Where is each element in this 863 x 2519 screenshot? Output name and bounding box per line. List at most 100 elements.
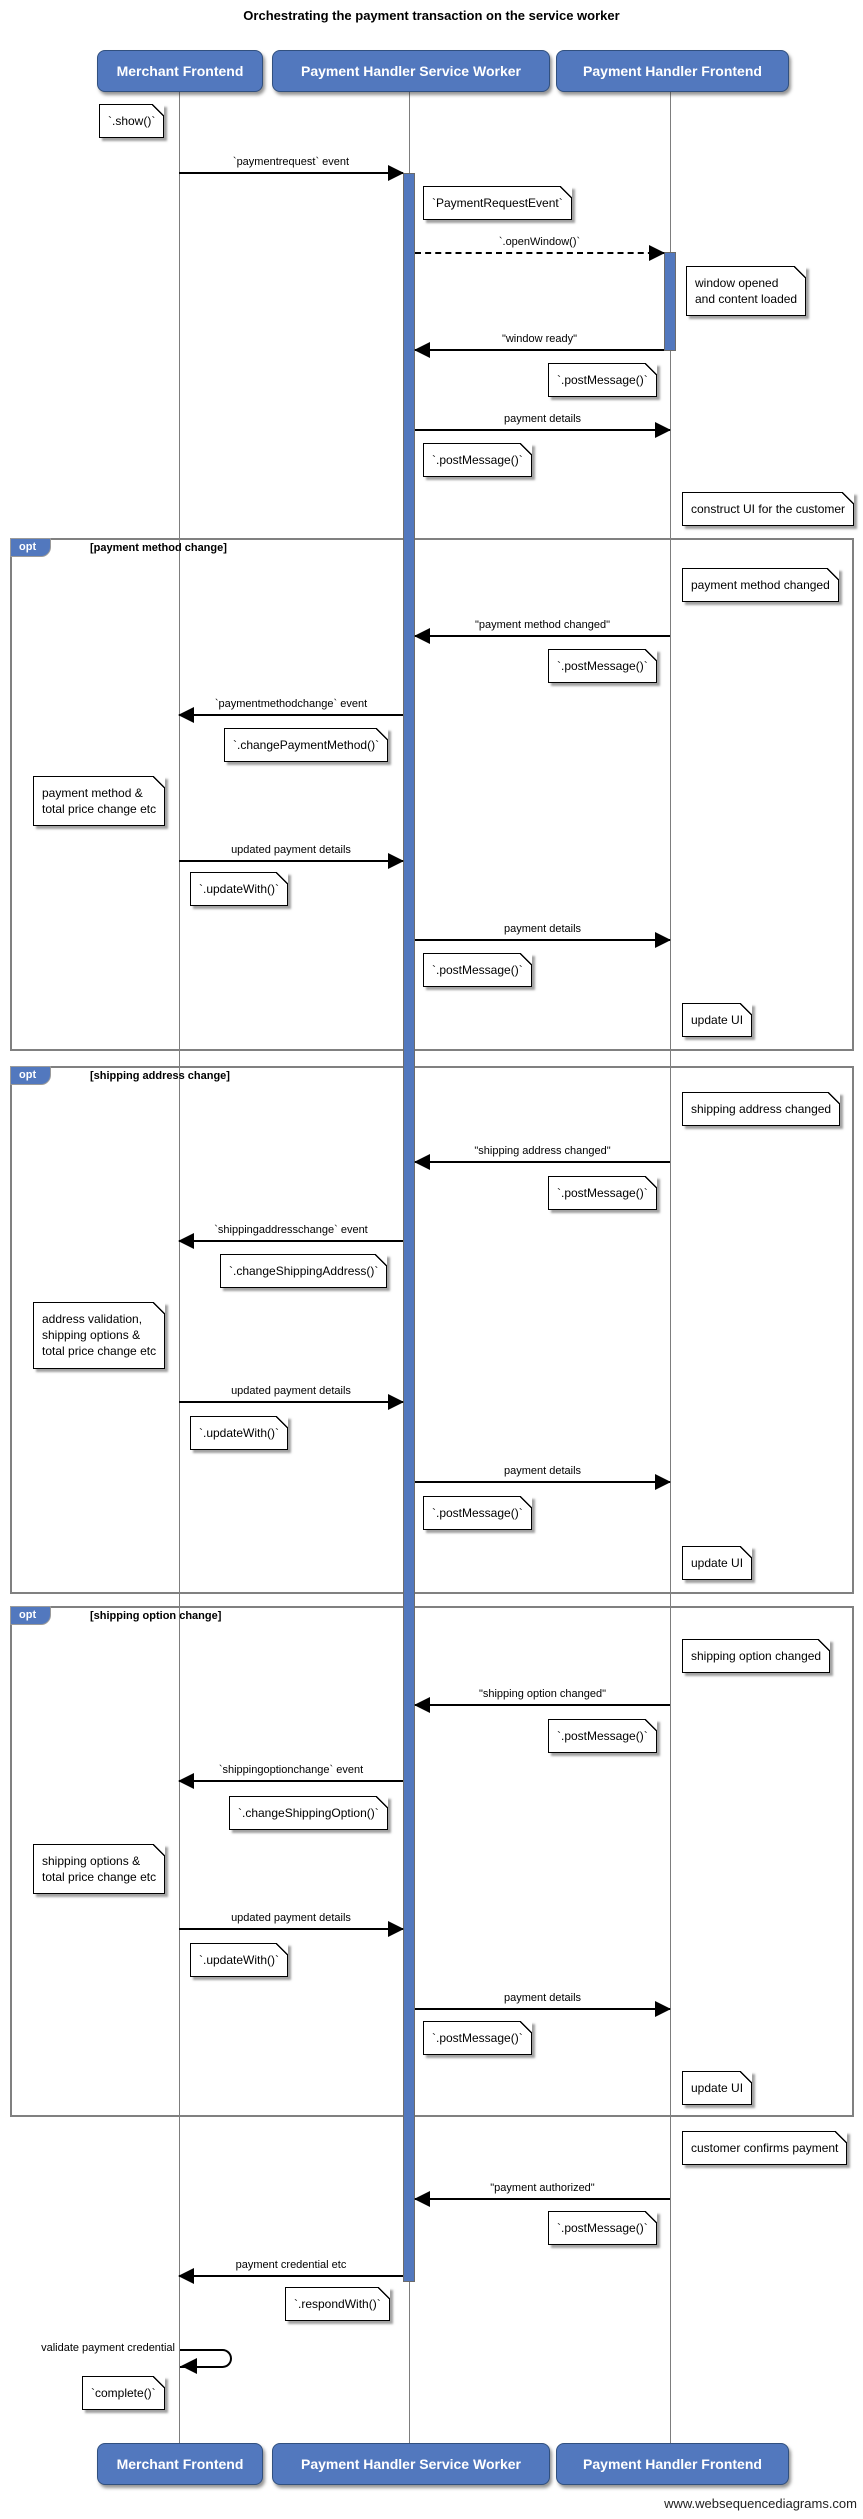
arrowhead-right-icon bbox=[655, 1474, 671, 1490]
note-respondwith: `.respondWith()` bbox=[285, 2287, 390, 2322]
message-label: "shipping option changed" bbox=[478, 1688, 607, 1700]
note-payment-method-changed: payment method changed bbox=[682, 568, 839, 603]
fragment-condition: [payment method change] bbox=[90, 542, 227, 554]
message-label: updated payment details bbox=[231, 1912, 351, 1924]
message-updated-payment-details-3: updated payment details bbox=[179, 1912, 404, 1937]
note-shipping-options-total-price: shipping options & total price change et… bbox=[33, 1844, 166, 1895]
message-line bbox=[414, 1697, 670, 1713]
note-updatewith-1: `.updateWith()` bbox=[190, 872, 289, 907]
note-updatewith-2: `.updateWith()` bbox=[190, 1416, 289, 1451]
arrowhead-right-icon bbox=[655, 422, 671, 438]
self-message-label: validate payment credential bbox=[41, 2342, 175, 2354]
fragment-keyword: opt bbox=[10, 538, 52, 557]
participant-label: Payment Handler Frontend bbox=[583, 2456, 762, 2472]
message-line bbox=[414, 1154, 670, 1170]
activation-payment-handler-frontend bbox=[664, 252, 676, 351]
opt-fragment-payment-method-change: opt [payment method change] bbox=[10, 538, 854, 1051]
arrowhead-left-icon bbox=[178, 1233, 194, 1249]
note-postmessage-5: `.postMessage()` bbox=[548, 1176, 657, 1211]
note-changeshippingoption: `.changeShippingOption()` bbox=[229, 1796, 388, 1831]
arrowhead-left-icon bbox=[181, 2358, 197, 2374]
message-label: `shippingaddresschange` event bbox=[214, 1224, 368, 1236]
message-paymentrequest-event: `paymentrequest` event bbox=[179, 156, 404, 181]
participant-label: Payment Handler Frontend bbox=[583, 63, 762, 79]
message-openwindow: `.openWindow()` bbox=[415, 236, 665, 261]
arrowhead-left-icon bbox=[414, 2191, 430, 2207]
participant-label: Merchant Frontend bbox=[116, 63, 244, 79]
note-postmessage-9: `.postMessage()` bbox=[548, 2211, 657, 2246]
message-label: "payment authorized" bbox=[490, 2182, 595, 2194]
message-line bbox=[178, 1233, 403, 1249]
diagram-title: Orchestrating the payment transaction on… bbox=[243, 8, 620, 23]
message-payment-details-1: payment details bbox=[415, 413, 671, 438]
message-shipping-option-changed: "shipping option changed" bbox=[414, 1688, 670, 1713]
note-customer-confirms-payment: customer confirms payment bbox=[682, 2131, 848, 2166]
message-paymentmethodchange-event: `paymentmethodchange` event bbox=[178, 698, 403, 723]
participant-service-worker-top: Payment Handler Service Worker bbox=[272, 50, 550, 92]
message-payment-details-4: payment details bbox=[415, 1992, 671, 2017]
arrowhead-right-icon bbox=[388, 1394, 404, 1410]
note-update-ui-1: update UI bbox=[682, 1003, 753, 1038]
arrowhead-left-icon bbox=[414, 1697, 430, 1713]
note-update-ui-2: update UI bbox=[682, 1546, 753, 1581]
message-label: `paymentrequest` event bbox=[232, 156, 350, 168]
arrowhead-left-icon bbox=[414, 1154, 430, 1170]
message-line bbox=[179, 1394, 404, 1410]
message-label: "payment method changed" bbox=[474, 619, 610, 631]
participant-merchant-frontend-top: Merchant Frontend bbox=[97, 50, 263, 92]
message-label: payment details bbox=[503, 923, 582, 935]
message-label: payment details bbox=[503, 413, 582, 425]
note-changeshippingaddress: `.changeShippingAddress()` bbox=[220, 1254, 388, 1289]
participant-payment-handler-frontend-bottom: Payment Handler Frontend bbox=[556, 2443, 789, 2485]
message-line bbox=[414, 2191, 670, 2207]
message-shipping-address-changed: "shipping address changed" bbox=[414, 1145, 670, 1170]
participant-label: Payment Handler Service Worker bbox=[301, 2456, 521, 2472]
message-payment-credential-etc: payment credential etc bbox=[178, 2259, 403, 2284]
note-postmessage-3: `.postMessage()` bbox=[548, 649, 657, 684]
note-postmessage-4: `.postMessage()` bbox=[423, 953, 532, 988]
message-shippingaddresschange-event: `shippingaddresschange` event bbox=[178, 1224, 403, 1249]
message-line bbox=[415, 932, 671, 948]
fragment-keyword: opt bbox=[10, 1606, 52, 1625]
note-shipping-address-changed: shipping address changed bbox=[682, 1092, 841, 1127]
message-label: payment details bbox=[503, 1992, 582, 2004]
message-label: "shipping address changed" bbox=[474, 1145, 611, 1157]
message-label: `paymentmethodchange` event bbox=[214, 698, 368, 710]
note-payment-method-total-price: payment method & total price change etc bbox=[33, 776, 166, 827]
message-line bbox=[179, 853, 404, 869]
message-label: `shippingoptionchange` event bbox=[218, 1764, 364, 1776]
arrowhead-left-icon bbox=[414, 628, 430, 644]
watermark-websequencediagrams: www.websequencediagrams.com bbox=[664, 2496, 857, 2511]
fragment-condition: [shipping address change] bbox=[90, 1070, 230, 1082]
message-label: payment credential etc bbox=[235, 2259, 347, 2271]
message-payment-details-2: payment details bbox=[415, 923, 671, 948]
opt-fragment-shipping-address-change: opt [shipping address change] bbox=[10, 1066, 854, 1594]
message-label: updated payment details bbox=[231, 1385, 351, 1397]
note-postmessage-7: `.postMessage()` bbox=[548, 1719, 657, 1754]
arrowhead-right-icon bbox=[655, 932, 671, 948]
message-payment-details-3: payment details bbox=[415, 1465, 671, 1490]
message-updated-payment-details-2: updated payment details bbox=[179, 1385, 404, 1410]
message-line bbox=[415, 422, 671, 438]
participant-merchant-frontend-bottom: Merchant Frontend bbox=[97, 2443, 263, 2485]
note-update-ui-3: update UI bbox=[682, 2071, 753, 2106]
message-label: payment details bbox=[503, 1465, 582, 1477]
message-line bbox=[178, 2268, 403, 2284]
note-changepaymentmethod: `.changePaymentMethod()` bbox=[224, 728, 389, 763]
arrowhead-right-icon bbox=[655, 2001, 671, 2017]
lifeline-payment-handler-frontend bbox=[670, 92, 671, 2443]
arrowhead-right-icon bbox=[649, 245, 665, 261]
message-line bbox=[179, 165, 404, 181]
note-updatewith-3: `.updateWith()` bbox=[190, 1943, 289, 1978]
message-label: updated payment details bbox=[231, 844, 351, 856]
arrowhead-right-icon bbox=[388, 853, 404, 869]
note-address-validation: address validation, shipping options & t… bbox=[33, 1302, 166, 1369]
message-line bbox=[414, 628, 670, 644]
message-label: "window ready" bbox=[501, 333, 578, 345]
note-shipping-option-changed: shipping option changed bbox=[682, 1639, 831, 1674]
message-shippingoptionchange-event: `shippingoptionchange` event bbox=[178, 1764, 403, 1789]
message-line bbox=[178, 1773, 403, 1789]
message-line bbox=[414, 342, 664, 358]
arrowhead-left-icon bbox=[178, 2268, 194, 2284]
message-updated-payment-details-1: updated payment details bbox=[179, 844, 404, 869]
